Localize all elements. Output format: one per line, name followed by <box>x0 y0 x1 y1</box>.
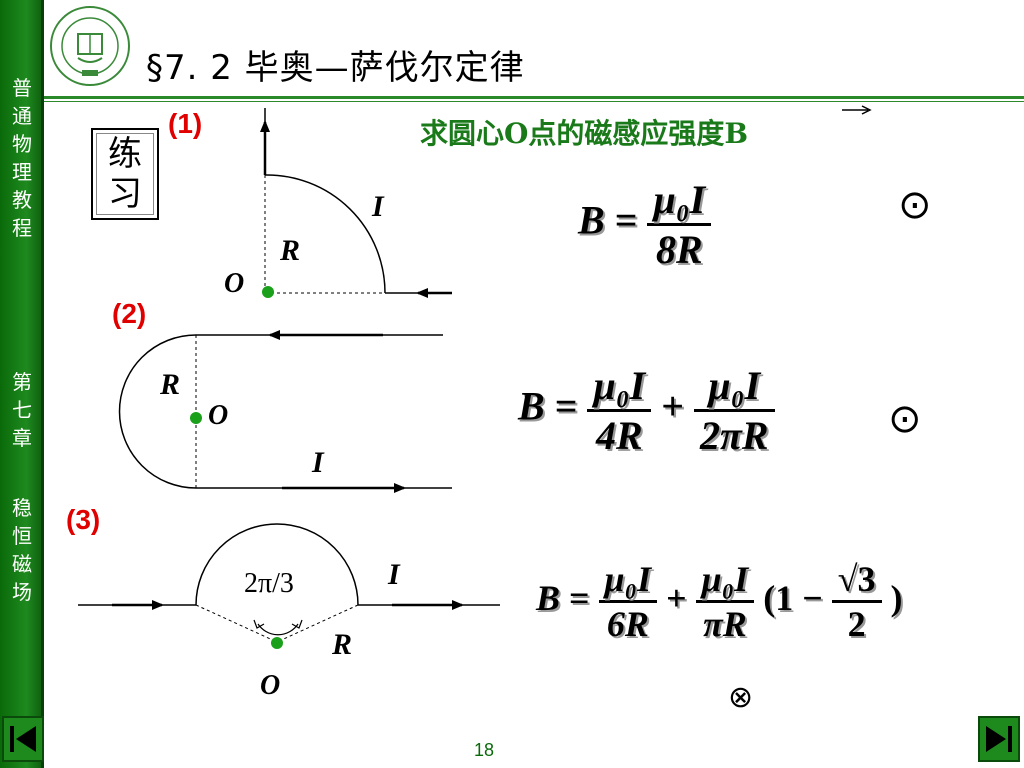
p3-angle-label: 2π/3 <box>244 568 294 599</box>
sidebar-course-title: 普 通 物 理 教 程 <box>12 76 32 240</box>
sidebar-separator <box>41 0 44 768</box>
page-title: §7. 2 毕奥—萨伐尔定律 <box>146 48 525 88</box>
p2-radius-label: R <box>160 368 181 401</box>
p3-current-label: I <box>388 558 400 591</box>
p3-center-label: O <box>260 670 281 701</box>
p2-center-label: O <box>208 400 229 431</box>
sidebar-topic: 稳 恒 磁 场 <box>12 496 32 604</box>
p1-center-label: O <box>224 268 245 299</box>
practice-box: 练 习 <box>91 128 159 220</box>
problem-1-number: (1) <box>168 108 203 139</box>
p2-current-label: I <box>312 446 324 479</box>
sidebar-chapter: 第 七 章 <box>12 370 32 450</box>
p1-radius-label: R <box>280 234 301 267</box>
prev-slide-button[interactable] <box>2 716 44 762</box>
title-rule-thin <box>44 101 1024 102</box>
out-of-page-icon: ⊙ <box>888 396 922 442</box>
title-rule <box>44 96 1024 99</box>
vector-arrow-icon <box>842 105 872 115</box>
diagram-3 <box>78 523 500 649</box>
question-text: 求圆心O点的磁感应强度B <box>420 117 749 150</box>
out-of-page-icon: ⊙ <box>898 182 932 228</box>
next-icon <box>986 726 1012 752</box>
formula-1: B = μ₀I 8R <box>578 176 712 273</box>
page-number: 18 <box>474 740 495 760</box>
university-seal-logo <box>50 6 130 86</box>
formula-2: B = μ₀I 4R + μ₀I 2πR <box>518 362 775 459</box>
p1-current-label: I <box>372 190 384 223</box>
problem-2-number: (2) <box>112 298 147 329</box>
diagram-1 <box>260 108 452 298</box>
diagram-2 <box>118 330 452 493</box>
p3-radius-label: R <box>332 628 353 661</box>
formula-3: B = μ₀I 6R + μ₀I πR (1 − √3 2 ) <box>536 559 903 644</box>
next-slide-button[interactable] <box>978 716 1020 762</box>
sidebar: 普 通 物 理 教 程 第 七 章 稳 恒 磁 场 <box>0 0 44 768</box>
into-page-icon: ⊗ <box>728 680 754 715</box>
prev-icon <box>10 726 36 752</box>
question-vector-b: B <box>724 117 749 150</box>
problem-3-number: (3) <box>66 504 101 535</box>
